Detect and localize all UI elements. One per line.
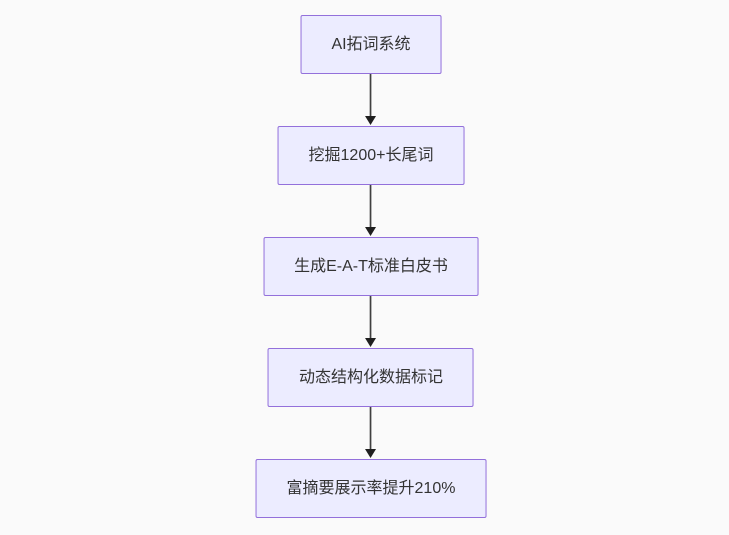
flow-node-dynamic-structured-data-markup: 动态结构化数据标记 [267, 348, 474, 407]
flow-node-rich-snippet-rate-increase: 富摘要展示率提升210% [255, 459, 487, 518]
edge-arrow-down-icon [364, 407, 378, 459]
edge-arrow-down-icon [364, 185, 378, 237]
flow-node-ai-word-expansion-system: AI拓词系统 [300, 15, 442, 74]
edge-arrow-down-icon [364, 296, 378, 348]
flow-node-mine-longtail-keywords: 挖掘1200+长尾词 [277, 126, 465, 185]
flowchart: AI拓词系统 挖掘1200+长尾词 生成E-A-T标准白皮书 动态结构化数据标记 [255, 15, 487, 518]
flow-node-generate-eat-whitepaper: 生成E-A-T标准白皮书 [263, 237, 479, 296]
edge-arrow-down-icon [364, 74, 378, 126]
